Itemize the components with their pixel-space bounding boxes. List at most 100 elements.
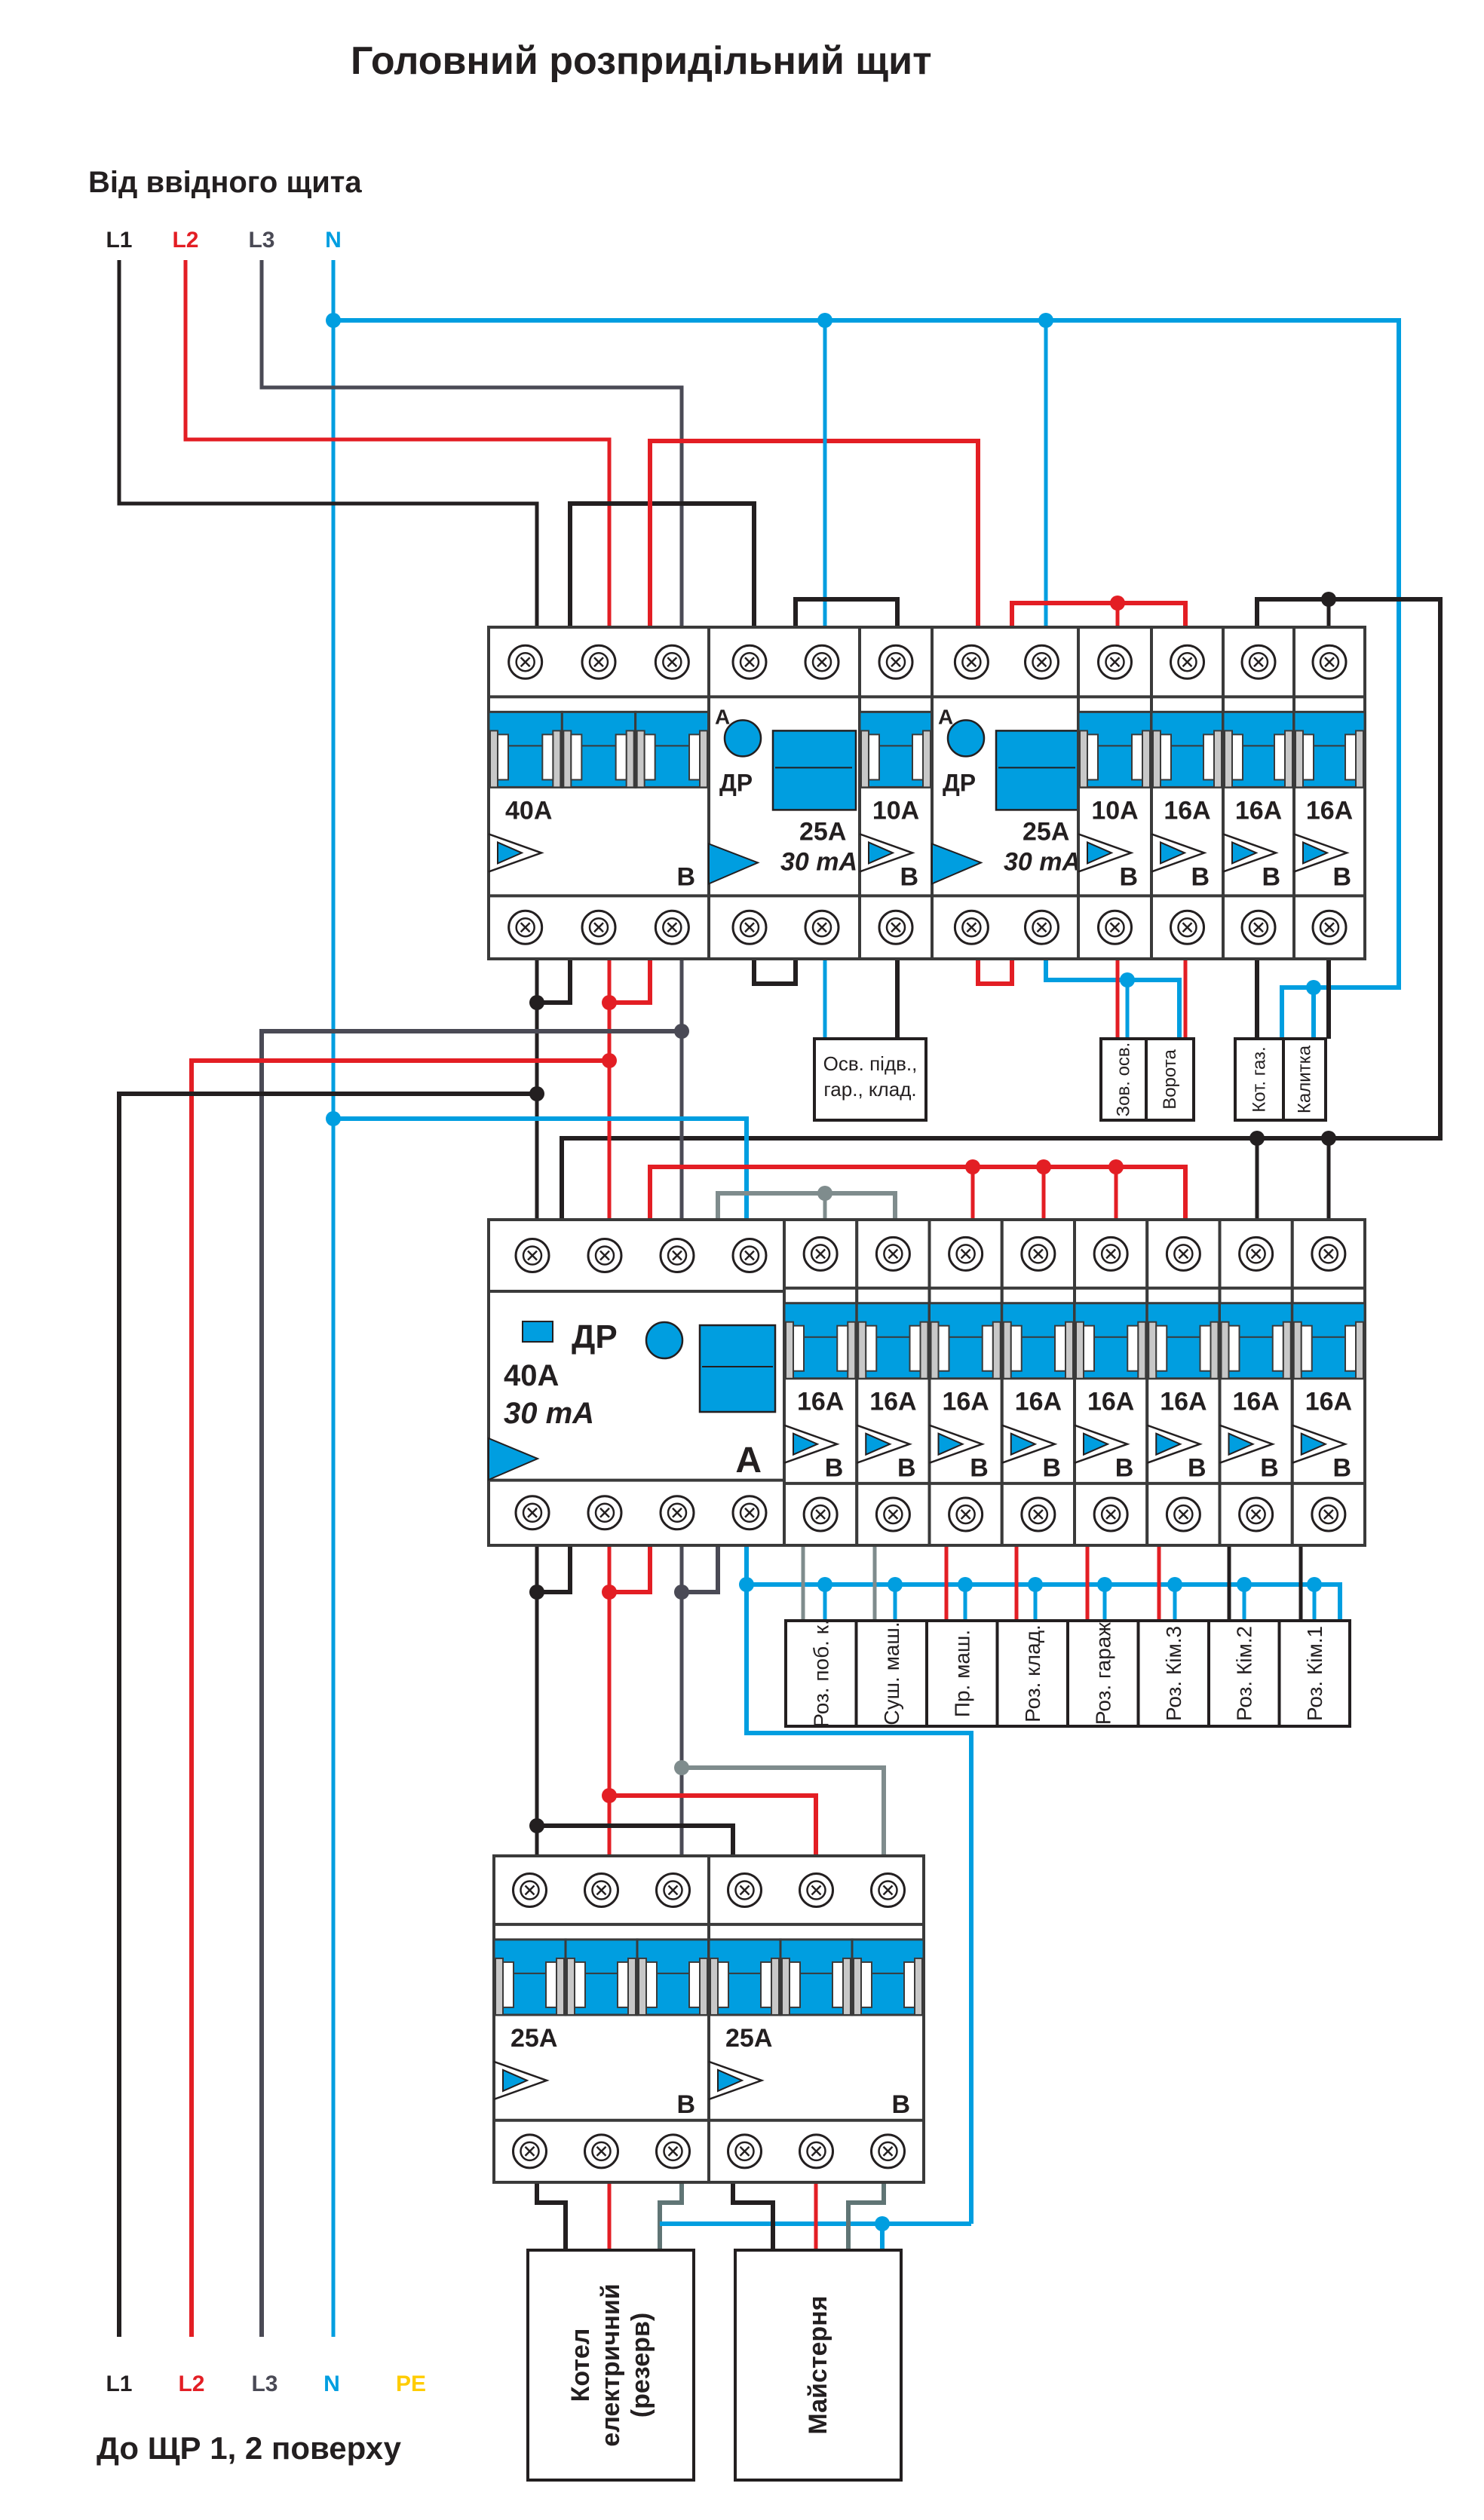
rcd-symbol-icon bbox=[931, 842, 983, 885]
load-label: електричний bbox=[596, 2283, 625, 2446]
rating-label: 25A bbox=[511, 2024, 557, 2053]
breaker-module: 16A B bbox=[783, 1218, 859, 1547]
rating-label: 16A bbox=[1305, 1388, 1352, 1416]
wire bbox=[609, 959, 652, 1005]
curve-label: B bbox=[897, 1454, 916, 1483]
rcd-symbol-icon bbox=[708, 842, 760, 885]
curve-label: B bbox=[1260, 1454, 1279, 1483]
curve-label: B bbox=[1332, 862, 1351, 891]
curve-symbol-icon bbox=[1078, 833, 1134, 873]
load-label: Суш. маш. bbox=[880, 1621, 903, 1725]
junction-dot bbox=[1307, 1577, 1322, 1592]
load-label: (резерв) bbox=[627, 2313, 655, 2417]
load-box bbox=[854, 1619, 928, 1728]
rating-label: 16A bbox=[1306, 796, 1353, 825]
wire-l2-feeder bbox=[183, 260, 612, 627]
input-phase-label: L1 bbox=[106, 228, 132, 253]
rating-label: 40A bbox=[505, 796, 552, 825]
wire bbox=[682, 1545, 720, 1594]
output-phase-label: L1 bbox=[106, 2371, 132, 2396]
load-label: Роз. Кім.1 bbox=[1303, 1626, 1326, 1721]
rating-label: 16A bbox=[797, 1388, 844, 1416]
load-box bbox=[1282, 1037, 1327, 1122]
wire bbox=[1044, 959, 1182, 1039]
rating-label: 40A bbox=[504, 1359, 559, 1392]
rating-label: 16A bbox=[1015, 1388, 1062, 1416]
curve-label: B bbox=[1042, 1454, 1061, 1483]
output-heading: До ЩР 1, 2 поверху bbox=[97, 2430, 402, 2466]
junction-dot bbox=[1038, 313, 1053, 328]
rcd-label: ДР bbox=[719, 769, 753, 796]
rating-label: 25A bbox=[725, 2024, 772, 2053]
sensitivity-label: 30 mA bbox=[504, 1397, 594, 1430]
load-label: Роз. Кім.3 bbox=[1162, 1626, 1185, 1721]
page-title: Головний розпридільний щит bbox=[351, 39, 932, 83]
load-label-group: Майстерня bbox=[804, 2295, 832, 2434]
wire-l1-10a bbox=[793, 597, 900, 627]
load-label: Котел bbox=[566, 2329, 595, 2402]
curve-label: B bbox=[1115, 1454, 1134, 1483]
junction-dot bbox=[529, 1585, 544, 1600]
wire bbox=[658, 2182, 684, 2250]
rating-label: 25A bbox=[799, 817, 846, 846]
junction-dot bbox=[602, 995, 617, 1010]
curve-symbol-icon bbox=[708, 2060, 765, 2101]
load-label: Роз. гараж bbox=[1091, 1622, 1115, 1725]
output-phase-label: L3 bbox=[251, 2371, 277, 2396]
wires bbox=[117, 260, 1443, 2337]
curve-label: B bbox=[1119, 862, 1138, 891]
sensitivity-label: 30 mA bbox=[1004, 847, 1081, 876]
test-button-icon bbox=[645, 1321, 684, 1360]
wire-l3-feeder bbox=[259, 260, 684, 627]
load-label: гар., клад. bbox=[823, 1078, 916, 1101]
rcd-class-label: A bbox=[938, 705, 953, 728]
curve-label: B bbox=[970, 1454, 989, 1483]
load-label: Ворота bbox=[1160, 1049, 1180, 1110]
wire-n-rcd bbox=[333, 1116, 749, 1220]
wire-l2-group bbox=[1010, 601, 1188, 627]
rating-label: 16A bbox=[1235, 796, 1282, 825]
wire bbox=[609, 1793, 818, 1856]
curve-label: B bbox=[1191, 862, 1210, 891]
load-label: Роз. Кім.2 bbox=[1232, 1626, 1256, 1721]
wire bbox=[609, 1545, 652, 1594]
junction-dot bbox=[602, 1585, 617, 1600]
input-phase-label: L3 bbox=[248, 228, 274, 253]
junction-dot bbox=[1108, 1159, 1124, 1174]
curve-symbol-icon bbox=[859, 833, 915, 873]
junction-dot bbox=[1028, 1577, 1043, 1592]
load-box bbox=[1066, 1619, 1140, 1728]
junction-dot bbox=[674, 1760, 689, 1775]
wire-l3-out bbox=[259, 1029, 682, 2337]
test-button-icon bbox=[723, 719, 762, 758]
output-phase-label: L2 bbox=[178, 2371, 204, 2396]
curve-label: B bbox=[825, 1454, 844, 1483]
junction-dot bbox=[817, 1186, 832, 1201]
junction-dot bbox=[1249, 1131, 1265, 1146]
wire bbox=[846, 2182, 886, 2250]
curve-symbol-icon bbox=[488, 833, 544, 873]
rating-label: 16A bbox=[1232, 1388, 1279, 1416]
curve-symbol-icon bbox=[783, 1424, 840, 1464]
rcd-label: ДР bbox=[943, 769, 976, 796]
rcd-class-label: A bbox=[715, 705, 730, 728]
curve-symbol-icon bbox=[856, 1424, 912, 1464]
wire-l1-right-loop bbox=[560, 597, 1443, 1220]
wire-n-row3 bbox=[744, 1545, 973, 2224]
load-box bbox=[1207, 1619, 1281, 1728]
junction-dot bbox=[529, 1818, 544, 1833]
wire-l2-row2-bus bbox=[648, 1165, 1188, 1220]
load-label: Кот. газ. bbox=[1249, 1046, 1270, 1112]
curve-label: B bbox=[676, 2090, 695, 2119]
curve-symbol-icon bbox=[1001, 1424, 1058, 1464]
curve-symbol-icon bbox=[1219, 1424, 1276, 1464]
